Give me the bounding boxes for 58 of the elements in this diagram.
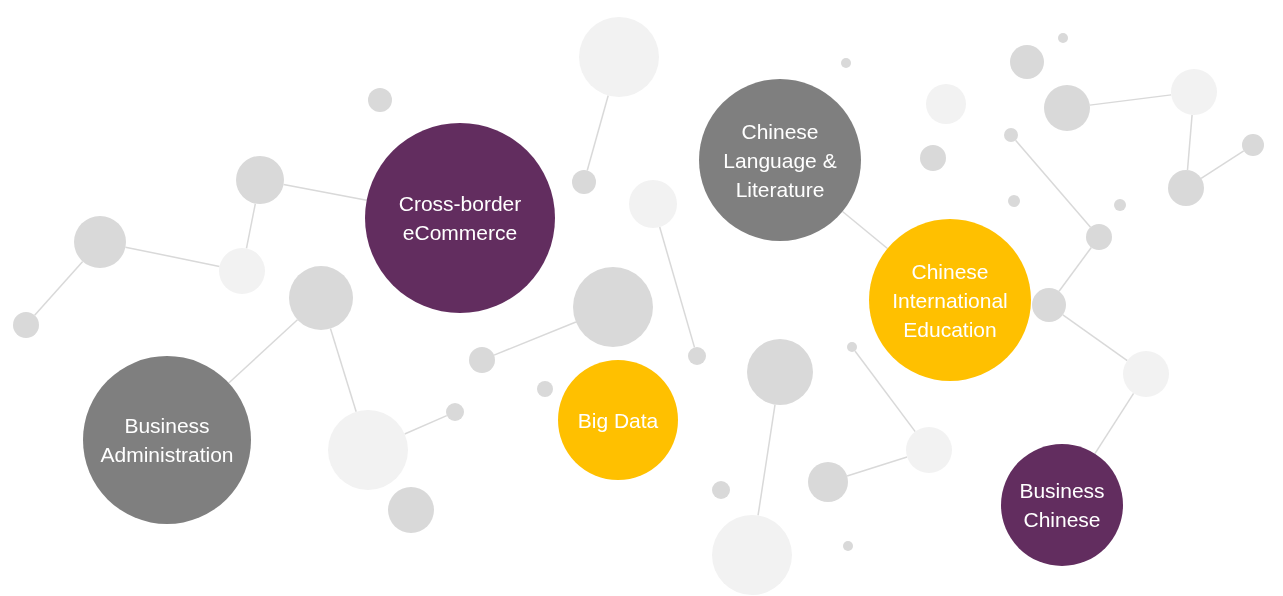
connector-line <box>493 321 577 356</box>
connector-line <box>757 403 776 517</box>
circle-node <box>1058 33 1068 43</box>
circle-node <box>74 216 126 268</box>
circle-node <box>13 312 39 338</box>
circle-node <box>1171 69 1217 115</box>
circle-node <box>1123 351 1169 397</box>
circle-node <box>388 487 434 533</box>
connector-line <box>282 183 368 201</box>
circle-node <box>629 180 677 228</box>
circle-node <box>920 145 946 171</box>
circle-node <box>1242 134 1264 156</box>
node-label: Chinese Language & Literature <box>722 118 838 203</box>
node-label: Business Chinese <box>1018 478 1106 533</box>
circle-node <box>446 403 464 421</box>
circle-node <box>712 481 730 499</box>
node-label: Business Administration <box>99 413 235 468</box>
circle-node <box>808 462 848 502</box>
circle-node <box>1010 45 1044 79</box>
circle-node <box>368 88 392 112</box>
connector-line <box>658 226 696 349</box>
connector-line <box>403 414 448 435</box>
circle-node <box>688 347 706 365</box>
connector-line <box>1062 314 1128 362</box>
circle-node <box>1086 224 1112 250</box>
node-label: Big Data <box>576 407 660 434</box>
circle-node <box>906 427 952 473</box>
connector-line <box>1058 246 1093 293</box>
circle-node <box>236 156 284 204</box>
circle-node <box>1114 199 1126 211</box>
circle-node <box>1044 85 1090 131</box>
circle-node <box>537 381 553 397</box>
circle-node <box>843 541 853 551</box>
connector-line <box>124 246 221 268</box>
circle-node <box>1004 128 1018 142</box>
circle-node <box>841 58 851 68</box>
circle-node <box>1168 170 1204 206</box>
connector-line <box>245 202 257 250</box>
node-label: Cross-border eCommerce <box>397 191 523 246</box>
connector-line <box>1094 392 1135 455</box>
connector-line <box>1186 114 1193 171</box>
circle-node <box>219 248 265 294</box>
circle-node <box>469 347 495 373</box>
connector-line <box>854 350 916 433</box>
connector-line <box>846 456 908 477</box>
circle-node <box>572 170 596 194</box>
connector-line <box>228 318 299 384</box>
connector-line <box>1014 139 1092 228</box>
circle-node <box>1032 288 1066 322</box>
circle-node <box>1008 195 1020 207</box>
node-label: Chinese International Education <box>891 258 1009 343</box>
connector-line <box>33 260 84 317</box>
connector-line <box>586 94 609 172</box>
connector-line <box>1089 94 1172 106</box>
circle-node <box>847 342 857 352</box>
connector-line <box>329 327 357 413</box>
connector-line <box>1200 150 1245 180</box>
connector-line <box>841 210 889 250</box>
